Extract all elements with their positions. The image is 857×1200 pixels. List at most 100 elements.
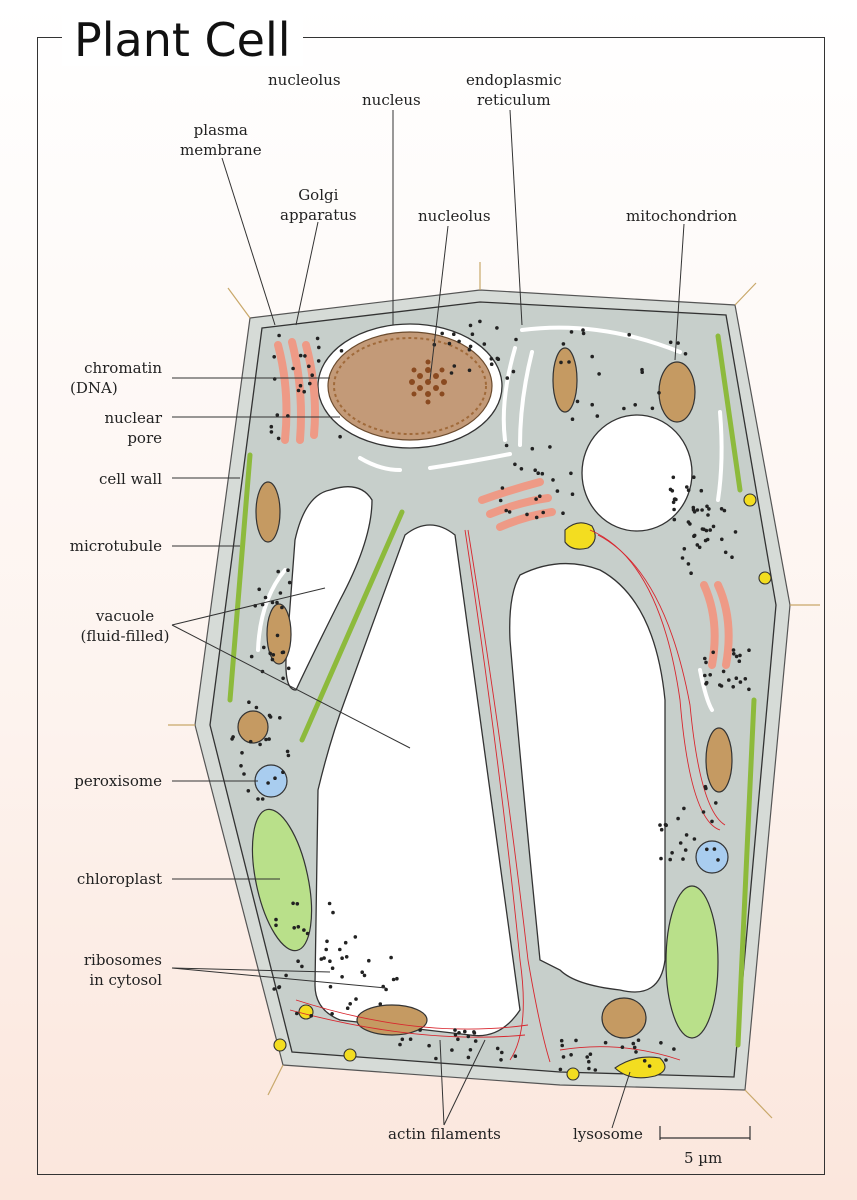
ribosome-dot (316, 359, 321, 363)
ribosome-dot (634, 1050, 638, 1054)
ribosome-dot (514, 337, 518, 342)
ribosome-dot (719, 507, 724, 511)
ribosome-dot (738, 653, 742, 658)
ribosome-dot (631, 1041, 636, 1046)
label-plasma-line1: plasma (193, 121, 248, 139)
ribosome-dot (737, 659, 742, 663)
ribosome-dot (695, 543, 700, 547)
ribosome-dot (317, 345, 321, 350)
ribosome-dot (286, 666, 291, 671)
ribosome-dot (300, 964, 304, 969)
ribosome-dot (636, 1038, 641, 1042)
ribosome-dot (507, 510, 512, 514)
ribosome-dot (348, 1002, 353, 1006)
ribosome-dot (642, 1059, 647, 1063)
ribosome-dot (500, 1050, 504, 1055)
ribosome-dot (495, 356, 500, 361)
ribosome-dot (681, 857, 685, 861)
label-chloroplast: chloroplast (76, 870, 162, 888)
ribosome-dot (453, 1032, 458, 1037)
ribosome-dot (722, 508, 727, 513)
ribosome-dot (747, 687, 751, 692)
ribosome-dot (530, 446, 535, 451)
label-vacuole: vacuole (fluid-filled) (60, 606, 190, 646)
endoplasmic-reticulum (256, 325, 724, 712)
ribosome-dot (450, 1048, 454, 1052)
label-er-line2: reticulum (477, 91, 551, 109)
ribosome-dot (286, 753, 291, 758)
ribosome-dot (285, 749, 290, 754)
ribosome-dot (701, 810, 706, 814)
ribosome-dot (269, 424, 274, 429)
ribosome-dot (249, 654, 254, 659)
ribosome-dot (296, 388, 301, 393)
ribosome-dot (256, 797, 260, 801)
ribosome-dot (264, 737, 268, 742)
ribosome-dot (367, 958, 371, 963)
ribosome-dot (287, 580, 292, 585)
label-mitochondrion: mitochondrion (626, 207, 738, 225)
ribosome-dot (389, 955, 393, 960)
ribosome-dot (270, 657, 275, 662)
ribosome-dot (703, 656, 707, 661)
ribosome-dot (540, 471, 545, 476)
ribosome-dot (570, 492, 575, 497)
ribosome-dot (277, 333, 281, 338)
ribosome-dot (680, 556, 685, 560)
ribosome-dot (732, 652, 736, 656)
label-nuclear-pore-line1: nuclear (104, 409, 162, 427)
ribosome-dot (561, 1055, 566, 1059)
ribosome-dot (266, 781, 270, 785)
ribosome-dot (668, 340, 673, 345)
label-chromatin: chromatin (DNA) (70, 358, 162, 398)
ribosome-dot (650, 406, 655, 411)
ribosome-dot (710, 819, 714, 824)
ribosome-dot (633, 403, 637, 407)
label-vacuole-line2: (fluid-filled) (80, 627, 170, 645)
ribosome-dot (275, 413, 280, 417)
ribosome-dot (302, 389, 307, 394)
ribosome-dot (585, 1055, 589, 1059)
ribosome-dot (275, 600, 279, 605)
ribosome-dot (281, 770, 285, 774)
ribosome-dot (704, 786, 708, 791)
ribosome-dot (434, 1056, 438, 1061)
lysosomes (273, 493, 772, 1081)
ribosome-dot (258, 742, 262, 747)
mitochondria (237, 347, 733, 1039)
ribosome-dot (302, 928, 306, 932)
ribosome-dot (590, 402, 594, 407)
ribosome-dot (711, 524, 716, 529)
scale-label: 5 µm (684, 1149, 723, 1167)
ribosome-dot (267, 737, 271, 741)
ribosome-dot (734, 676, 739, 680)
ribosome-dot (627, 332, 631, 337)
ribosome-dot (328, 984, 333, 989)
ribosome-dot (325, 939, 329, 944)
ribosome-dot (731, 685, 735, 689)
ribosome-dot (257, 587, 262, 592)
ribosome-dot (499, 1058, 503, 1062)
nucleus (317, 323, 503, 449)
ribosome-dot (668, 857, 672, 862)
diagram-frame (37, 37, 825, 1175)
ribosome-dot (575, 399, 580, 404)
ribosome-dot (331, 910, 335, 915)
ribosome-dot (561, 342, 566, 346)
ribosome-dot (734, 654, 739, 659)
ribosome-dot (703, 673, 707, 678)
ribosome-dot (276, 569, 281, 574)
ribosome-dot (663, 822, 668, 827)
ribosome-dot (324, 947, 329, 952)
ribosome-dot (593, 1068, 598, 1072)
ribosome-dot (263, 595, 268, 600)
ribosome-dot (274, 917, 278, 922)
ribosome-dot (581, 331, 586, 336)
ribosome-dot (447, 341, 452, 346)
golgi-apparatus-2 (478, 478, 733, 669)
ribosome-dot (360, 970, 365, 974)
ribosome-dot (275, 633, 280, 638)
ribosome-dot (647, 1064, 652, 1068)
ribosome-dot (538, 494, 542, 499)
ribosome-dot (659, 827, 664, 832)
